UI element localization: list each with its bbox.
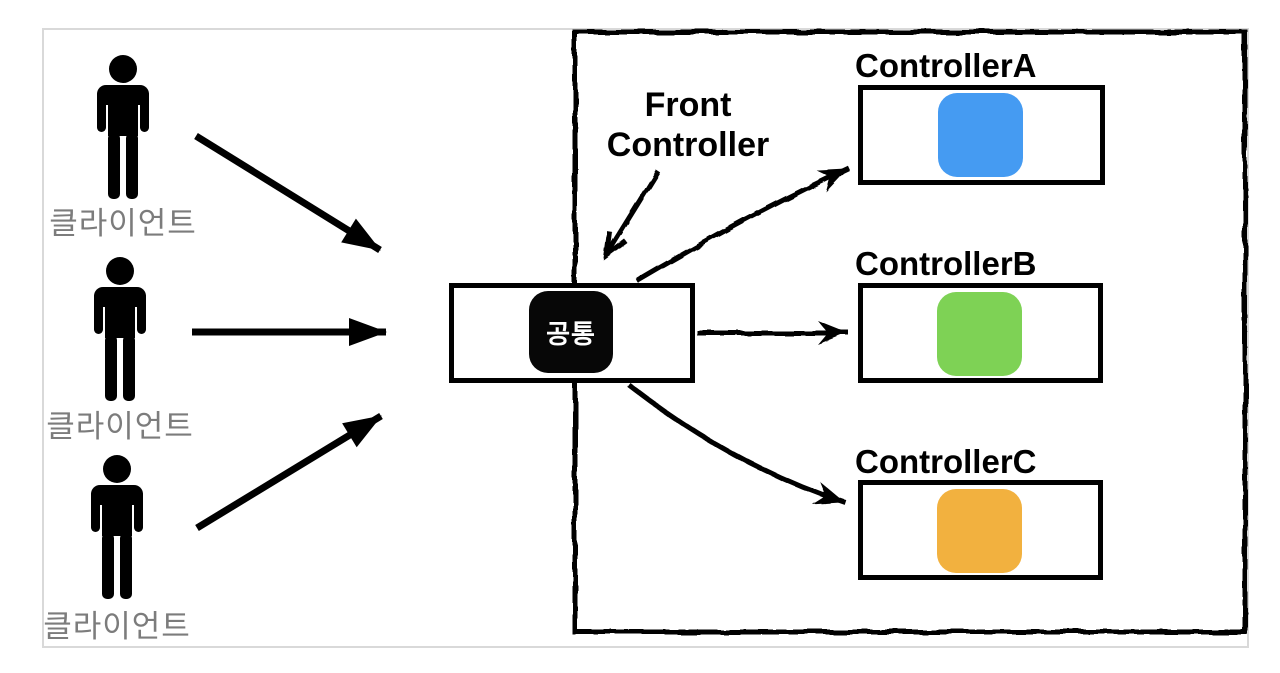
client-person-icon-1 [97, 55, 149, 199]
common-logic-chip: 공통 [529, 291, 613, 373]
front-controller-pointer-arrowhead [603, 231, 628, 261]
controller-b-title: ControllerB [855, 245, 1037, 282]
front-controller-pointer-arrow [605, 169, 661, 254]
controller-a-box [858, 85, 1105, 185]
dispatch-arrow-controller-a [635, 165, 851, 284]
client-person-icon-3 [91, 455, 143, 599]
controller-c-chip [937, 489, 1022, 573]
controller-b-box [858, 283, 1103, 383]
controller-b-chip [937, 292, 1022, 376]
client-label-1: 클라이언트 [49, 206, 197, 241]
client3-request-arrow [195, 413, 383, 531]
client-person-icon-2 [94, 257, 146, 401]
front-controller-title-line1: Front [644, 86, 732, 124]
front-controller-box: 공통 [449, 283, 695, 383]
client1-request-arrow [194, 133, 382, 253]
client-label-3: 클라이언트 [43, 609, 191, 644]
front-controller-title-line2: Controller [606, 126, 770, 164]
controller-c-title: ControllerC [855, 443, 1037, 480]
client-label-2: 클라이언트 [46, 409, 194, 444]
front-controller-title: Front Controller [593, 85, 783, 165]
dispatch-arrow-controller-c [627, 383, 847, 506]
controller-a-title: ControllerA [855, 47, 1037, 84]
controller-c-box [858, 480, 1103, 580]
outer-frame [42, 28, 1249, 648]
controller-a-chip [938, 93, 1023, 177]
